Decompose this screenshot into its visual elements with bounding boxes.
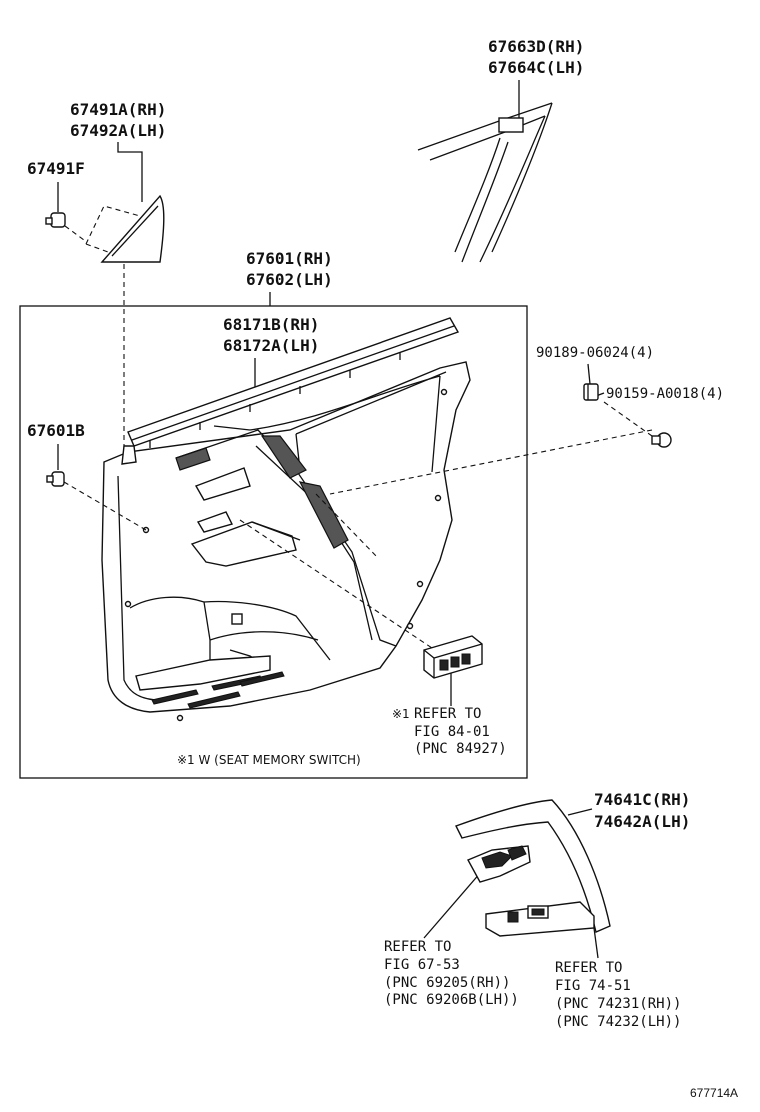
figure-code: 677714A <box>690 1086 738 1100</box>
ref2-line3: (PNC 69205(RH)) <box>384 975 510 991</box>
label-67491a: 67491A(RH) <box>70 100 166 119</box>
weatherstrip-68171b <box>121 317 460 465</box>
ref1-line1: REFER TO <box>414 706 481 722</box>
label-74641c: 74641C(RH) <box>594 790 690 809</box>
label-90159: 90159-A0018(4) <box>606 386 724 402</box>
dashed-guide-switch-2 <box>315 493 379 559</box>
clip-67491f-icon <box>45 212 85 241</box>
ref2-line2: FIG 67-53 <box>384 957 460 973</box>
ref3-line4: (PNC 74232(LH)) <box>555 1014 681 1030</box>
window-frame-molding <box>417 102 553 263</box>
label-67601b: 67601B <box>27 421 85 440</box>
label-90189: 90189-06024(4) <box>536 345 654 361</box>
label-74642a: 74642A(LH) <box>594 812 690 831</box>
door-trim-board <box>101 361 471 722</box>
label-67491f: 67491F <box>27 159 85 178</box>
clip-67601b-icon <box>46 471 147 531</box>
label-67601: 67601(RH) <box>246 249 333 268</box>
ref2-line1: REFER TO <box>384 939 451 955</box>
label-68172a: 68172A(LH) <box>223 336 319 355</box>
dashed-guide-switch <box>239 519 433 649</box>
ref1-mark: ※1 <box>392 707 410 721</box>
seat-memory-switch <box>423 635 483 679</box>
armrest-base-74641c <box>455 799 611 937</box>
screw-90159-icon <box>329 401 672 495</box>
label-68171b: 68171B(RH) <box>223 315 319 334</box>
ref1-line3: (PNC 84927) <box>414 741 507 757</box>
screw-90189-icon <box>583 383 599 401</box>
door-panel-frame <box>19 305 528 779</box>
seat-memory-note: ※1 W (SEAT MEMORY SWITCH) <box>177 753 361 767</box>
ref2-line4: (PNC 69206B(LH)) <box>384 992 519 1008</box>
label-67664c: 67664C(LH) <box>488 58 584 77</box>
garnish-clip-67663d <box>498 117 524 133</box>
ref1-line2: FIG 84-01 <box>414 724 490 740</box>
corner-cover-67491a <box>85 194 165 263</box>
label-67602: 67602(LH) <box>246 270 333 289</box>
label-67663d: 67663D(RH) <box>488 37 584 56</box>
label-67492a: 67492A(LH) <box>70 121 166 140</box>
leader-lines <box>57 80 605 959</box>
ref3-line1: REFER TO <box>555 960 622 976</box>
ref3-line2: FIG 74-51 <box>555 978 631 994</box>
ref3-line3: (PNC 74231(RH)) <box>555 996 681 1012</box>
